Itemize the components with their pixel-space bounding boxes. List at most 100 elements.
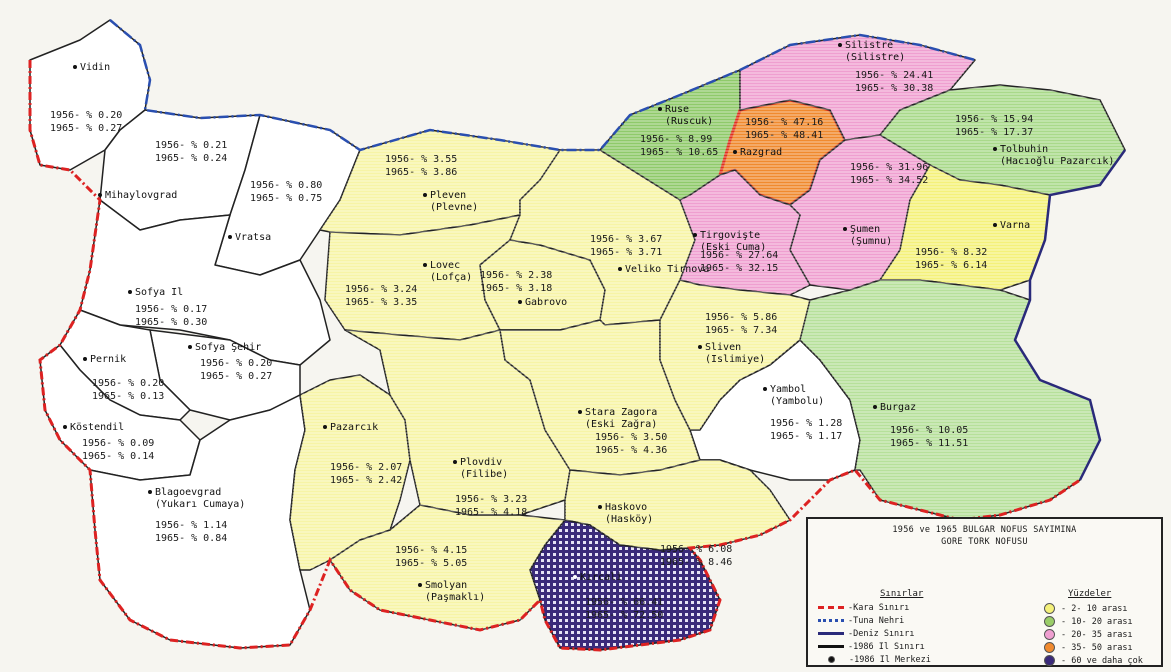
- city-center-yambol: [763, 387, 767, 391]
- legend-percent-item: - 20- 35 arası: [1044, 629, 1133, 640]
- value-1956-sumen: 1956- % 31.96: [850, 162, 928, 173]
- region-name-pleven: Pleven: [430, 190, 466, 201]
- value-1965-razgrad: 1965- % 48.41: [745, 130, 823, 141]
- value-1965-kostendil: 1965- % 0.14: [82, 451, 154, 462]
- region-name-sofyail: Sofya Il: [135, 287, 183, 298]
- legend-border-item: -Deniz Sınırı: [818, 629, 915, 639]
- value-1956-tirnova: 1956- % 3.67: [590, 234, 662, 245]
- legend-border-swatch: [818, 645, 844, 648]
- value-1956-silistre: 1956- % 24.41: [855, 70, 933, 81]
- region-haskovo-hatch: [565, 460, 790, 550]
- legend-borders-header: Sınırlar: [880, 589, 924, 599]
- value-1965-tolbuhin: 1965- % 17.37: [955, 127, 1033, 138]
- value-1965-yambol: 1965- % 1.17: [770, 431, 842, 442]
- hatch-layer: [290, 35, 1125, 630]
- value-1956-burgaz: 1956- % 10.05: [890, 425, 968, 436]
- value-1965-pazarcik: 1965- % 2.42: [330, 475, 402, 486]
- legend-title: 1956 ve 1965 BULGAR NOFUS SAYIMINA GORE …: [808, 524, 1161, 548]
- city-center-kircali: [573, 575, 577, 579]
- region-sumen-hatch: [790, 135, 930, 290]
- value-1965-starazagora: 1965- % 4.36: [595, 445, 667, 456]
- region-name-pernik: Pernik: [90, 354, 126, 365]
- city-center-vratsa: [228, 235, 232, 239]
- legend-border-label: -Tuna Nehri: [848, 616, 905, 626]
- city-center-pazarcik: [323, 425, 327, 429]
- value-1956-haskovo: 1956- % 6.08: [660, 544, 732, 555]
- city-center-haskovo: [598, 505, 602, 509]
- region-name-starazagora: Stara Zagora: [585, 407, 657, 418]
- value-1956-sliven: 1956- % 5.86: [705, 312, 777, 323]
- city-center-blagoevgrad: [148, 490, 152, 494]
- city-center-mihaylovgrad: [98, 193, 102, 197]
- legend-border-item: -1986 Il Sınırı: [818, 642, 925, 652]
- value-1965-blagoevgrad: 1965- % 0.84: [155, 533, 227, 544]
- region-starazagora-hatch: [500, 320, 700, 475]
- region-alt-name-tolbuhin: (Hacıoğlu Pazarcık): [1000, 155, 1114, 167]
- legend-border-item: -1986 Il Merkezi: [818, 655, 931, 665]
- city-center-plovdiv: [453, 460, 457, 464]
- region-alt-name-sumen: (Şumnu): [850, 236, 892, 247]
- value-1956-sofyail: 1956- % 0.17: [135, 304, 207, 315]
- region-name-ruse: Ruse: [665, 104, 689, 115]
- legend-percent-label: - 2- 10 arası: [1061, 604, 1128, 614]
- region-alt-name-sliven: (Islimiye): [705, 354, 765, 365]
- region-plovdiv-hatch: [345, 330, 570, 515]
- city-center-gabrovo: [518, 300, 522, 304]
- value-1956-kostendil: 1956- % 0.09: [82, 438, 154, 449]
- value-1956-mihaylovgrad: 1956- % 0.21: [155, 140, 227, 151]
- legend-border-label: -Kara Sınırı: [848, 603, 910, 613]
- legend-percent-item: - 35- 50 arası: [1044, 642, 1133, 653]
- region-name-silistre: Silistre: [845, 40, 893, 51]
- value-1956-razgrad: 1956- % 47.16: [745, 117, 823, 128]
- region-pleven-hatch: [320, 130, 560, 235]
- value-1956-lovec: 1956- % 3.24: [345, 284, 417, 295]
- value-1956-tirgoviste: 1956- % 27.64: [700, 250, 778, 261]
- city-center-varna: [993, 223, 997, 227]
- region-alt-name-yambol: (Yambolu): [770, 396, 824, 407]
- city-center-pleven: [423, 193, 427, 197]
- city-center-ruse: [658, 107, 662, 111]
- value-1956-tolbuhin: 1956- % 15.94: [955, 114, 1033, 125]
- region-name-tolbuhin: Tolbuhin: [1000, 144, 1048, 155]
- region-name-sofyasehir: Sofya Şehir: [195, 342, 261, 353]
- legend-percent-swatch: [1044, 616, 1055, 627]
- legend-title-line1: 1956 ve 1965 BULGAR NOFUS SAYIMINA: [892, 525, 1077, 535]
- region-alt-name-pleven: (Plevne): [430, 202, 478, 213]
- value-1965-pleven: 1965- % 3.86: [385, 167, 457, 178]
- value-1965-plovdiv: 1965- % 4.18: [455, 507, 527, 518]
- city-center-tolbuhin: [993, 147, 997, 151]
- region-tirnova-hatch: [510, 150, 695, 325]
- region-lovec-hatch: [325, 215, 520, 340]
- city-center-sliven: [698, 345, 702, 349]
- region-sliven-hatch: [660, 280, 810, 430]
- region-silistre-hatch: [740, 35, 975, 140]
- danube-river-line: [109, 19, 976, 152]
- value-1956-smolyan: 1956- % 4.15: [395, 545, 467, 556]
- region-burgaz-hatch: [800, 280, 1100, 520]
- value-1956-varna: 1956- % 8.32: [915, 247, 987, 258]
- region-alt-name-plovdiv: (Filibe): [460, 469, 508, 480]
- value-1956-plovdiv: 1956- % 3.23: [455, 494, 527, 505]
- value-1965-haskovo: 1965- % 8.46: [660, 557, 732, 568]
- land-border-line: [28, 60, 1081, 652]
- legend-percent-item: - 2- 10 arası: [1044, 603, 1128, 614]
- legend-percent-swatch: [1044, 603, 1055, 614]
- value-1965-lovec: 1965- % 3.35: [345, 297, 417, 308]
- legend-percent-label: - 35- 50 arası: [1061, 643, 1133, 653]
- region-alt-name-blagoevgrad: (Yukarı Cumaya): [155, 499, 245, 510]
- value-1956-pernik: 1956- % 0.20: [92, 378, 164, 389]
- city-center-pernik: [83, 357, 87, 361]
- value-1965-kircali: 1965- % 72.50: [585, 610, 663, 621]
- region-name-gabrovo: Gabrovo: [525, 297, 567, 308]
- legend-percent-label: - 60 ve daha çok: [1061, 656, 1143, 666]
- city-center-sofyasehir: [188, 345, 192, 349]
- region-name-varna: Varna: [1000, 220, 1030, 231]
- region-alt-name-ruse: (Ruscuk): [665, 116, 713, 127]
- region-name-tirgoviste: Tirgovişte: [700, 230, 760, 241]
- value-1956-pleven: 1956- % 3.55: [385, 154, 457, 165]
- legend-border-swatch: [818, 619, 844, 622]
- value-1965-sofyasehir: 1965- % 0.27: [200, 371, 272, 382]
- region-name-smolyan: Smolyan: [425, 580, 467, 591]
